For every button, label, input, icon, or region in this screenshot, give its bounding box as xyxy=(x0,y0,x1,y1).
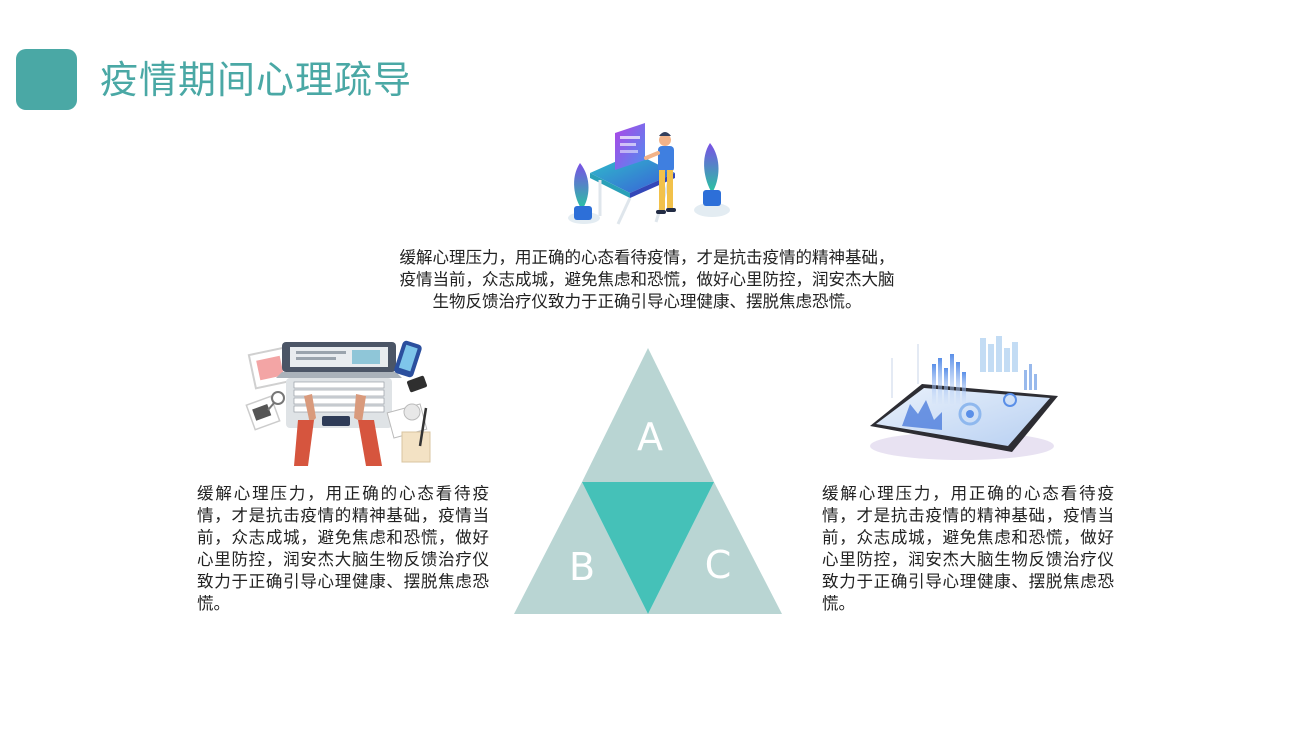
phone-data-charts-illustration xyxy=(870,336,1058,460)
triangle-label-a: A xyxy=(637,415,663,459)
text-block-right: 缓解心理压力，用正确的心态看待疫情，才是抗击疫情的精神基础，疫情当前，众志成城，… xyxy=(822,484,1114,613)
triangle-center-segment xyxy=(582,482,714,614)
page-title: 疫情期间心理疏导 xyxy=(100,58,413,102)
triangle-segment-b xyxy=(514,482,648,614)
triangle-segment-c xyxy=(648,482,782,614)
triangle-label-b: B xyxy=(569,545,595,589)
abc-triangle-diagram: A B C xyxy=(514,348,782,614)
laptop-desk-illustration xyxy=(245,340,431,466)
text-block-top: 缓解心理压力，用正确的心态看待疫情，才是抗击疫情的精神基础，疫情当前，众志成城，… xyxy=(399,248,895,311)
triangle-label-c: C xyxy=(705,543,732,587)
person-at-computer-illustration xyxy=(568,123,730,225)
triangle-segment-a xyxy=(582,348,714,482)
title-accent-square xyxy=(16,49,77,110)
text-block-left: 缓解心理压力，用正确的心态看待疫情，才是抗击疫情的精神基础，疫情当前，众志成城，… xyxy=(197,484,489,613)
